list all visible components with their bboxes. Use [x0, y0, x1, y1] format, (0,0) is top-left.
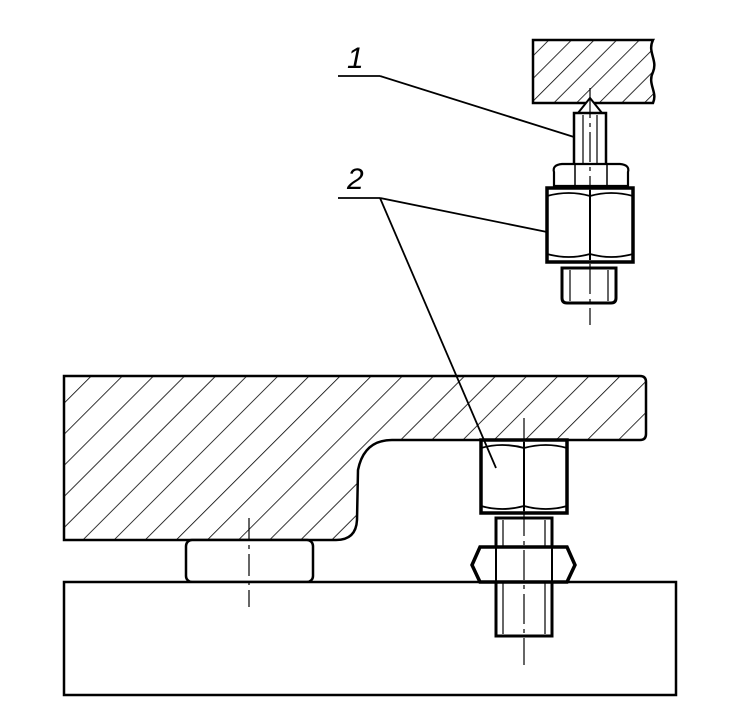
callout-2: 2: [338, 163, 548, 469]
callout-1-leader: [379, 75, 575, 138]
callout-2-number: 2: [346, 163, 364, 196]
lower-adjusting-screw: [470, 418, 577, 665]
callout-2-leader-lower: [379, 197, 497, 469]
callout-1: 1: [338, 42, 575, 138]
upper-stop-screw: [545, 88, 635, 325]
callout-1-number: 1: [347, 42, 364, 75]
upper-fixed-plate: [531, 38, 656, 105]
clamp-plate: [62, 374, 648, 542]
callout-2-leader-upper: [379, 197, 548, 233]
base-plate: [62, 580, 678, 697]
